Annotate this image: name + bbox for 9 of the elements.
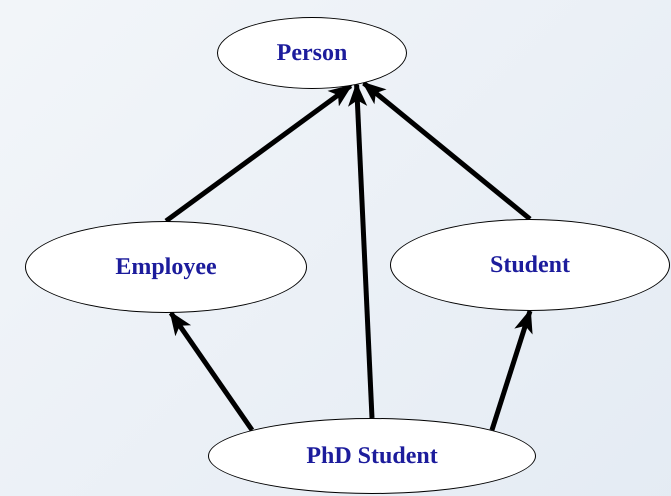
arrow [168, 311, 254, 432]
arrow [362, 81, 532, 221]
node-label: PhD Student [306, 442, 438, 470]
arrow [348, 82, 374, 418]
node-label: Person [276, 40, 348, 66]
arrow [490, 308, 533, 431]
arrow [164, 84, 353, 224]
node-label: Employee [115, 254, 217, 280]
node-label: Student [490, 252, 570, 278]
